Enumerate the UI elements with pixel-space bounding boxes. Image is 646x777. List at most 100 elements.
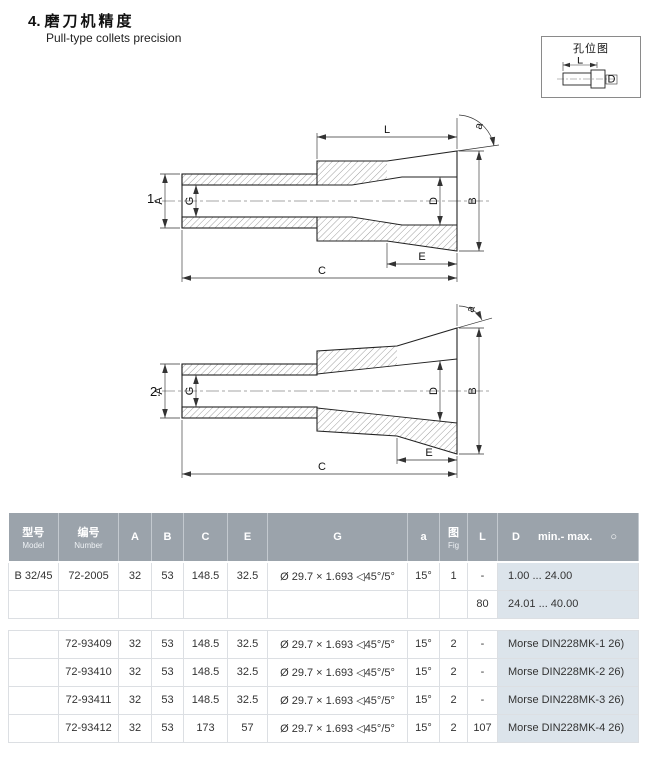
figure-2-drawing: a A G D B E C [153,304,493,478]
cell-alpha: 15° [407,713,440,743]
cell-d: 1.00 ... 24.00 [497,561,639,591]
table-row: 80 24.01 ... 40.00 [8,589,639,619]
cell-alpha [407,589,440,619]
header-e: E [227,513,268,563]
cell-b [151,589,184,619]
cell-number: 72-2005 [58,561,119,591]
cell-b: 53 [151,629,184,659]
cell-l: - [467,657,498,687]
fig2-part-outline [181,327,458,455]
cell-a: 32 [118,685,152,715]
header-c: C [183,513,228,563]
cell-fig [439,589,468,619]
cell-alpha: 15° [407,629,440,659]
inset-title: 孔位图 [573,43,609,55]
cell-g: Ø 29.7 × 1.693 ◁45°/5° [267,685,408,715]
fig1-dimensions [160,114,500,282]
fig2-dim-label-a: a [465,304,478,314]
cell-e: 32.5 [227,657,268,687]
cell-model [8,657,59,687]
table-row: 72-93412 32 53 173 57 Ø 29.7 × 1.693 ◁45… [8,713,639,743]
cell-l: - [467,561,498,591]
row-spacer [8,618,639,630]
cell-e: 32.5 [227,685,268,715]
table-row: 72-93411 32 53 148.5 32.5 Ø 29.7 × 1.693… [8,685,639,715]
header-d: D min.- max. ○ [497,513,639,563]
inset-part [562,69,606,89]
cell-b: 53 [151,657,184,687]
cell-number: 72-93412 [58,713,119,743]
cell-model [8,713,59,743]
inset-drawing: L D [557,57,618,89]
cell-number: 72-93410 [58,657,119,687]
hole-position-inset: 孔位图 L D [541,36,641,98]
cell-model [8,685,59,715]
cell-d: Morse DIN228MK-2 26) [497,657,639,687]
cell-a: 32 [118,629,152,659]
fig1-part-outline [181,150,458,252]
cell-alpha: 15° [407,685,440,715]
cell-c: 148.5 [183,685,228,715]
fig2-dimensions [160,304,493,478]
header-g: G [267,513,408,563]
cell-number: 72-93411 [58,685,119,715]
fig2-dim-label-B: B [467,387,479,394]
cell-g [267,589,408,619]
cell-d: Morse DIN228MK-1 26) [497,629,639,659]
cell-c: 148.5 [183,561,228,591]
inset-dimensions [562,62,618,85]
fig1-dim-label-E: E [418,251,425,263]
cell-d: 24.01 ... 40.00 [497,589,639,619]
fig1-dim-label-a: a [473,121,486,131]
fig1-dim-label-A: A [153,197,165,205]
cell-a: 32 [118,713,152,743]
cell-b: 53 [151,685,184,715]
cell-fig: 2 [439,629,468,659]
cell-fig: 2 [439,657,468,687]
cell-alpha: 15° [407,561,440,591]
table-row: 72-93410 32 53 148.5 32.5 Ø 29.7 × 1.693… [8,657,639,687]
cell-g: Ø 29.7 × 1.693 ◁45°/5° [267,713,408,743]
cell-e: 57 [227,713,268,743]
cell-model [8,589,59,619]
cell-e: 32.5 [227,629,268,659]
cell-l: - [467,685,498,715]
cell-g: Ø 29.7 × 1.693 ◁45°/5° [267,561,408,591]
fig2-dim-label-E: E [425,447,432,459]
cell-fig: 2 [439,713,468,743]
cell-number [58,589,119,619]
cell-b: 53 [151,713,184,743]
cell-fig: 2 [439,685,468,715]
inset-dim-label-l: L [577,57,583,67]
cell-a: 32 [118,657,152,687]
cell-d: Morse DIN228MK-3 26) [497,685,639,715]
section-number: 4. [28,13,41,30]
header-a: A [118,513,152,563]
fig1-dim-label-D: D [428,197,440,205]
cell-g: Ø 29.7 × 1.693 ◁45°/5° [267,629,408,659]
fig2-dim-label-C: C [318,461,326,473]
roundness-symbol: ○ [610,531,618,543]
fig1-dim-label-B: B [467,197,479,204]
cell-fig: 1 [439,561,468,591]
cell-d: Morse DIN228MK-4 26) [497,713,639,743]
fig1-dim-label-G: G [184,197,196,206]
fig2-dim-label-G: G [184,387,196,396]
cell-c: 148.5 [183,657,228,687]
cell-a [118,589,152,619]
cell-e [227,589,268,619]
cell-model: B 32/45 [8,561,59,591]
fig1-hatching [182,161,457,251]
cell-alpha: 15° [407,657,440,687]
table-row: 72-93409 32 53 148.5 32.5 Ø 29.7 × 1.693… [8,629,639,659]
cell-l: 107 [467,713,498,743]
fig2-dim-label-D: D [428,387,440,395]
cell-model [8,629,59,659]
figure-1-drawing: L a A G D B E C [153,114,500,282]
header-alpha: a [407,513,440,563]
